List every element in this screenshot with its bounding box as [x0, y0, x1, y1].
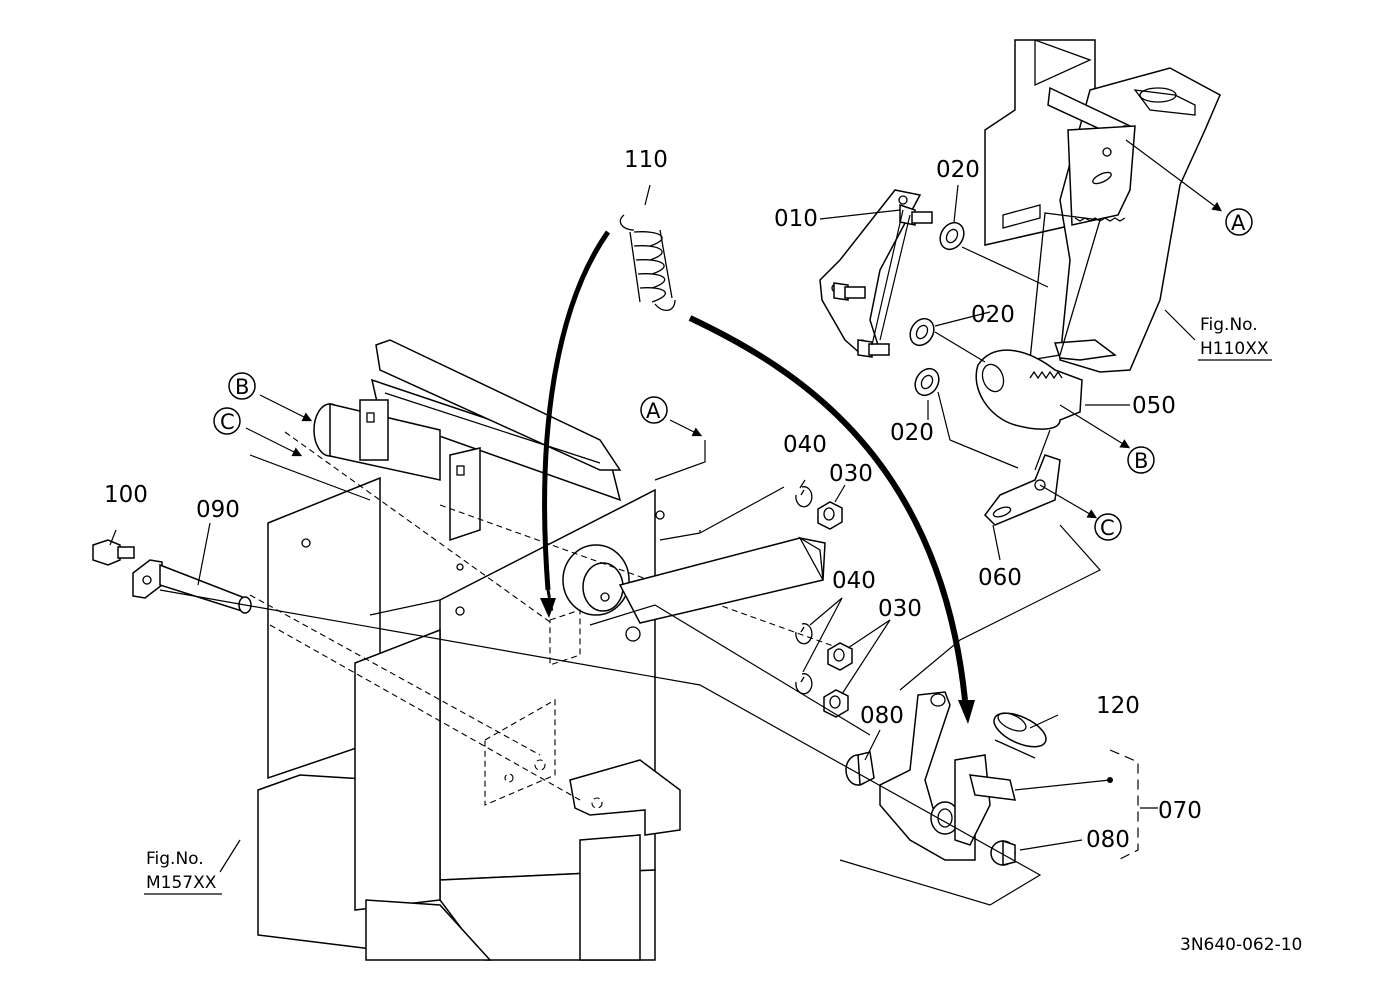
pedal-arm: [618, 536, 826, 624]
diagram-code: 3N640-062-10: [1180, 935, 1302, 955]
label-020-low: 020: [890, 420, 934, 446]
svg-text:H110XX: H110XX: [1200, 339, 1269, 359]
upper-right-assembly: [984, 39, 1222, 373]
svg-text:C: C: [1100, 516, 1115, 540]
fig-ref-h110: Fig.No. H110XX: [1198, 315, 1272, 361]
svg-text:A: A: [646, 399, 661, 423]
svg-text:A: A: [1231, 211, 1246, 235]
cam-050: [975, 349, 1131, 449]
label-120: 120: [1096, 693, 1140, 719]
svg-text:B: B: [1134, 449, 1148, 473]
label-040-mid: 040: [832, 568, 876, 594]
knob-120: [993, 712, 1047, 759]
link-plate-010: [819, 189, 933, 358]
svg-text:Fig.No.: Fig.No.: [1200, 315, 1258, 335]
frame-bracket: [257, 339, 851, 961]
bushings-080: [845, 751, 1016, 866]
label-060: 060: [978, 565, 1022, 591]
label-020-top: 020: [936, 157, 980, 183]
callout-a-mid: A: [640, 396, 668, 424]
label-020-mid: 020: [971, 302, 1015, 328]
washers-040: [795, 486, 813, 695]
pin-090: [132, 559, 252, 614]
label-050: 050: [1132, 393, 1176, 419]
link-060: [984, 454, 1098, 526]
callout-arrows: [245, 394, 703, 457]
label-110: 110: [624, 147, 668, 173]
label-030-mid: 030: [878, 596, 922, 622]
svg-text:Fig.No.: Fig.No.: [146, 849, 204, 869]
label-070: 070: [1158, 798, 1202, 824]
spring-110: [619, 214, 676, 311]
washers-020: [909, 221, 965, 397]
label-080-left: 080: [860, 703, 904, 729]
part-labels: 110 010 020 020 020 050 060 040 030 040 …: [104, 147, 1202, 853]
callout-c-left: C: [213, 407, 241, 435]
callout-b-right: B: [1127, 446, 1155, 474]
label-040-top: 040: [783, 432, 827, 458]
callout-b-left: B: [228, 372, 256, 400]
svg-text:B: B: [235, 375, 249, 399]
spring-routing-arrows: [540, 230, 975, 724]
label-090: 090: [196, 497, 240, 523]
callout-c-right: C: [1094, 513, 1122, 541]
label-030-top: 030: [829, 461, 873, 487]
svg-text:C: C: [220, 410, 235, 434]
label-100: 100: [104, 482, 148, 508]
lever-070: [879, 691, 1016, 861]
label-080-right: 080: [1086, 827, 1130, 853]
fig-ref-m157: Fig.No. M157XX: [144, 849, 222, 895]
leader-lines: [109, 184, 1196, 906]
svg-text:M157XX: M157XX: [146, 873, 217, 893]
callout-a-top: A: [1225, 208, 1253, 236]
bolt-100: [92, 539, 135, 566]
nuts-030: [817, 501, 853, 718]
label-010-part: 010: [774, 206, 818, 232]
